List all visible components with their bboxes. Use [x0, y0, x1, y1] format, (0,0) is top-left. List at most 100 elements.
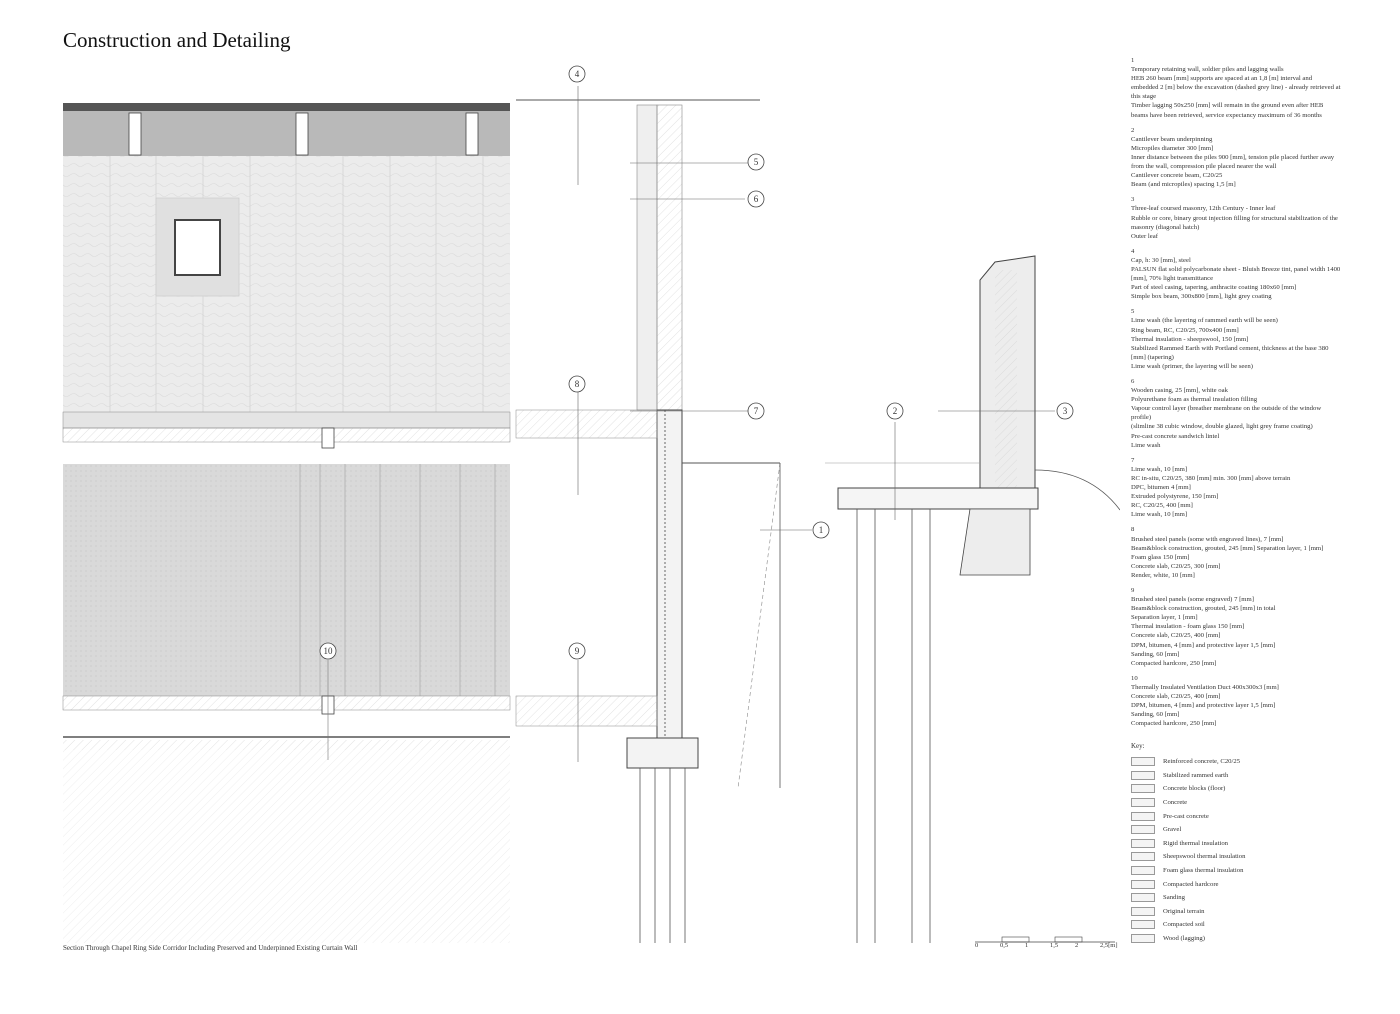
- svg-text:2: 2: [893, 406, 898, 416]
- note-line: Cantilever beam underpinning: [1131, 135, 1213, 143]
- note-line: (slimline 38 cubic window, double glazed…: [1131, 423, 1313, 431]
- note-line: Three-leaf coursed masonry, 12th Century…: [1131, 205, 1276, 213]
- note-line: Concrete slab, C20/25, 400 [mm]: [1131, 693, 1221, 700]
- note-number: 10: [1131, 674, 1138, 682]
- key-swatch: [1131, 757, 1155, 767]
- key-item: Foam glass thermal insulation: [1131, 864, 1245, 878]
- note-line: Cantilever concrete beam, C20/25: [1131, 172, 1223, 180]
- existing-masonry-wall: [825, 255, 1120, 943]
- svg-text:1: 1: [819, 525, 824, 535]
- note-line: Timber lagging 50x250 [mm] will remain i…: [1131, 102, 1324, 119]
- key-item: Sanding: [1131, 891, 1245, 905]
- note-line: Thermal insulation - foam glass 150 [mm]: [1131, 623, 1245, 631]
- key-label: Sheepswool thermal insulation: [1163, 853, 1246, 861]
- section-drawing: 4 5 6 8 7 2 3 1 10 9: [62, 65, 1120, 943]
- key-swatch: [1131, 784, 1155, 794]
- svg-text:9: 9: [575, 646, 580, 656]
- callout-8: 8: [568, 375, 586, 393]
- key-swatch: [1131, 879, 1155, 889]
- note-line: DPM, bitumen, 4 [mm] and protective laye…: [1131, 702, 1276, 710]
- key-swatch: [1131, 920, 1155, 930]
- note-line: Rubble or core, binary grout injection f…: [1131, 214, 1338, 231]
- key-swatch: [1131, 866, 1155, 876]
- note-number: 6: [1131, 378, 1135, 385]
- note-number: 9: [1131, 586, 1135, 594]
- note-number: 8: [1131, 526, 1135, 534]
- key-label: Original terrain: [1163, 907, 1205, 915]
- note-line: Pre-cast concrete sandwich lintel: [1131, 432, 1220, 440]
- svg-text:6: 6: [754, 194, 759, 204]
- note-line: Compacted hardcore, 250 [mm]: [1131, 720, 1217, 728]
- rammed-earth-elevation: [62, 103, 511, 449]
- note-line: Separation layer, 1 [mm]: [1131, 614, 1198, 622]
- note-number: 7: [1131, 456, 1135, 464]
- key-label: Rigid thermal insulation: [1163, 839, 1229, 847]
- key-swatch: [1131, 934, 1155, 944]
- scale-tick-label: 2: [1075, 942, 1079, 949]
- key-title: Key:: [1131, 742, 1145, 750]
- note-line: Concrete slab, C20/25, 300 [mm]: [1131, 562, 1221, 570]
- wall-section-detail: [515, 86, 812, 943]
- svg-text:5: 5: [754, 157, 759, 167]
- scale-tick-label: 0,5: [1000, 942, 1009, 949]
- key-label: Wood (lagging): [1163, 935, 1205, 943]
- callout-4: 4: [568, 65, 586, 83]
- key-label: Gravel: [1163, 826, 1182, 834]
- note-line: Lime wash (primer, the layering will be …: [1131, 362, 1253, 370]
- note-number: 1: [1131, 57, 1135, 64]
- key-label: Concrete blocks (floor): [1163, 785, 1226, 793]
- note-number: 2: [1131, 126, 1135, 134]
- key-swatch: [1131, 770, 1155, 780]
- key-item: Gravel: [1131, 823, 1245, 837]
- key-label: Stabilized rammed earth: [1163, 771, 1229, 779]
- note-line: Outer leaf: [1131, 232, 1158, 240]
- svg-text:4: 4: [575, 69, 580, 79]
- callout-2: 2: [886, 402, 904, 420]
- key-label: Pre-cast concrete: [1163, 812, 1209, 820]
- note-line: Thermal insulation - sheepswool, 150 [mm…: [1131, 335, 1249, 343]
- key-item: Stabilized rammed earth: [1131, 769, 1245, 783]
- note-number: 5: [1131, 308, 1135, 316]
- note-line: Wooden casing, 25 [mm], white oak: [1131, 387, 1228, 395]
- key-swatch: [1131, 906, 1155, 916]
- note-line: RC in-situ, C20/25, 380 [mm] min. 300 [m…: [1131, 474, 1291, 482]
- note-line: Lime wash, 10 [mm]: [1131, 511, 1188, 519]
- key-item: Compacted soil: [1131, 918, 1245, 932]
- key-swatch: [1131, 811, 1155, 821]
- callout-1: 1: [812, 521, 830, 539]
- note-line: Vapour control layer (breather membrane …: [1131, 405, 1322, 422]
- scale-tick-label: 2,5[m]: [1100, 942, 1118, 949]
- key-swatch: [1131, 825, 1155, 835]
- note-line: Foam glass 150 [mm]: [1131, 553, 1190, 561]
- note-line: Sanding, 60 [mm]: [1131, 711, 1180, 719]
- scale-tick-label: 1: [1025, 942, 1029, 949]
- svg-text:7: 7: [754, 406, 759, 416]
- note-line: PALSUN flat solid polycarbonate sheet - …: [1131, 265, 1341, 283]
- note-line: Lime wash (the layering of rammed earth …: [1131, 317, 1278, 325]
- note-line: Concrete slab, C20/25, 400 [mm]: [1131, 632, 1221, 640]
- note-line: DPC, bitumen 4 [mm]: [1131, 484, 1191, 492]
- svg-text:3: 3: [1063, 406, 1068, 416]
- callout-6: 6: [747, 190, 765, 208]
- key-label: Concrete: [1163, 799, 1188, 807]
- callout-10: 10: [319, 642, 337, 660]
- note-line: Extruded polystyrene, 150 [mm]: [1131, 493, 1219, 501]
- key-swatch: [1131, 852, 1155, 862]
- note-line: Ring beam, RC, C20/25, 700x400 [mm]: [1131, 326, 1239, 334]
- note-line: Polyurethane foam as thermal insulation …: [1131, 396, 1258, 404]
- key-label: Compacted soil: [1163, 921, 1205, 929]
- note-number: 4: [1131, 247, 1135, 255]
- key-swatch: [1131, 838, 1155, 848]
- note-line: Brushed steel panels (some engraved) 7 […: [1131, 596, 1254, 604]
- note-line: Beam&block construction, grouted, 245 [m…: [1131, 544, 1324, 552]
- note-line: DPM, bitumen, 4 [mm] and protective laye…: [1131, 641, 1276, 649]
